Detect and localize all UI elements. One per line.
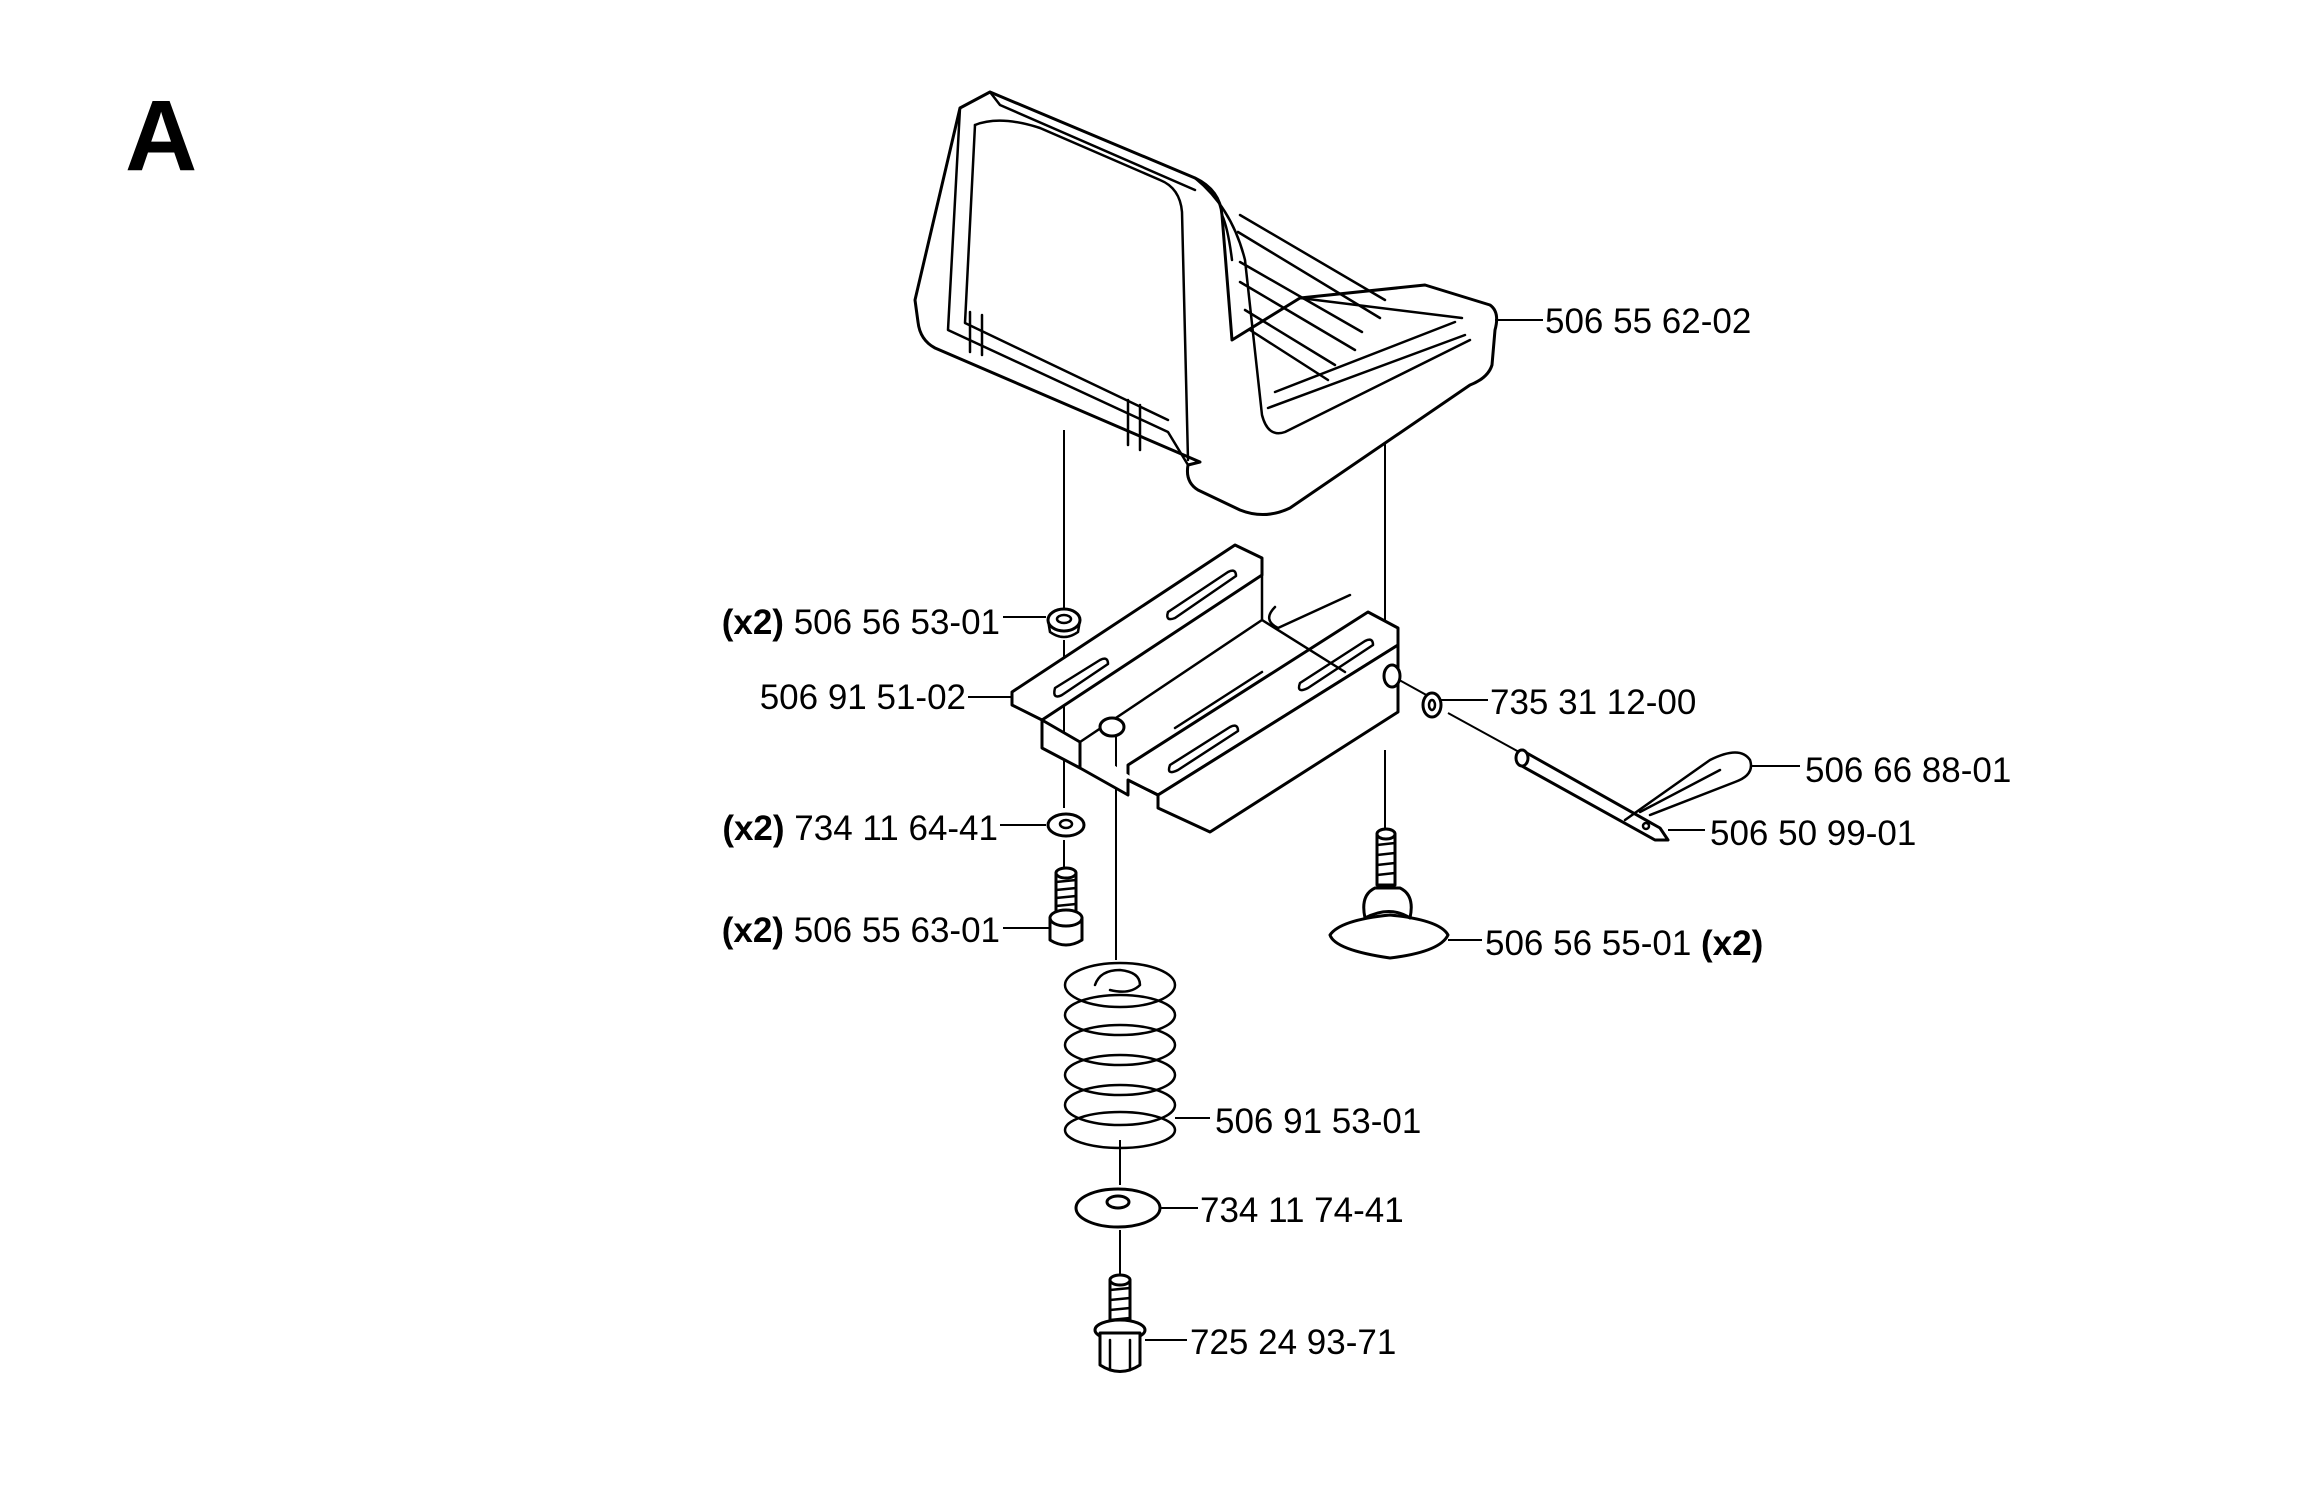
spring-washer-part [1074,1187,1162,1229]
alignment-lines [1063,430,1531,1280]
hairpin-part [1623,751,1753,822]
callout-spring-washer: 734 11 74-41 [1200,1191,1404,1230]
callout-hairpin: 506 66 88-01 [1805,751,2011,790]
section-label: A [125,80,197,192]
callout-washer: (x2) 734 11 64-41 [722,809,998,848]
leader-lines [968,319,1800,1341]
washer-part [1046,812,1086,838]
knob-part [1328,827,1450,960]
callout-flange-bolt: 725 24 93-71 [1190,1323,1396,1362]
callout-spring: 506 91 53-01 [1215,1102,1421,1141]
screw-part [1048,866,1084,947]
small-washer-part [1421,691,1443,719]
spring-part [1063,961,1177,1150]
callout-nut: (x2) 506 56 53-01 [722,603,1000,642]
callout-pin: 506 50 99-01 [1710,814,1916,853]
callout-small-washer: 735 31 12-00 [1490,683,1696,722]
seat-part [913,90,1499,516]
pin-part [1514,748,1670,842]
bracket-part [1010,543,1402,834]
nut-part [1046,607,1082,639]
callout-knob: 506 56 55-01 (x2) [1485,924,1763,963]
callout-bracket: 506 91 51-02 [760,678,966,717]
callout-seat: 506 55 62-02 [1545,302,1751,341]
flange-bolt-part [1093,1273,1147,1373]
callout-screw: (x2) 506 55 63-01 [722,911,1000,950]
